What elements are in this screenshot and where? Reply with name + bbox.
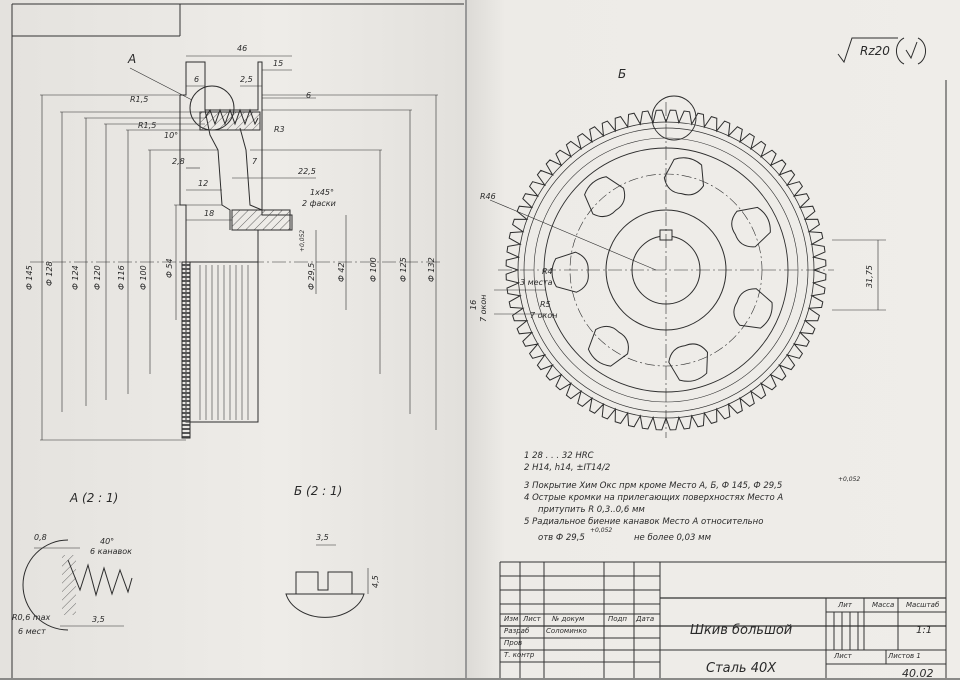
detail-a-radius: R0,6 max (12, 613, 51, 622)
dim-10deg: 10° (164, 131, 179, 140)
tb-title: Шкив большой (690, 623, 793, 638)
tb-doc-number: 40.02 (902, 667, 934, 680)
chamfer-dim: 1x45° (310, 188, 335, 197)
note-5-end: не более 0,03 мм (634, 533, 711, 543)
right-sheet (466, 0, 960, 678)
tb-head-lit: Лит (838, 601, 852, 609)
diam-128: Ф 128 (45, 261, 54, 286)
detail-b-title: Б (2 : 1) (294, 484, 343, 498)
holes-count: 3 места (520, 278, 553, 287)
diam-100-right: Ф 100 (369, 257, 378, 282)
dim-15: 15 (273, 59, 284, 68)
tb-scale: 1:1 (916, 625, 933, 636)
tb-row-razrab: Разраб (504, 627, 530, 635)
diam-125: Ф 125 (399, 257, 408, 282)
window-cutout (731, 206, 771, 248)
tb-razrab-name: Соломинко (546, 627, 587, 635)
dim-r3: R3 (274, 125, 285, 134)
windows-count: 7 окон (530, 311, 558, 320)
roughness-label: Rz20 (860, 44, 890, 58)
detail-a-dim-08: 0,8 (34, 533, 47, 542)
dim-46: 46 (237, 44, 248, 53)
radius-r5: R5 (540, 300, 551, 309)
window-cutout (733, 288, 773, 329)
note-4-cont: притупить R 0,3..0,6 мм (538, 505, 645, 515)
radius-r46: R46 (480, 192, 496, 201)
note-2: 2 H14, h14, ±IT14/2 (524, 463, 611, 473)
tb-col-list: Лист (523, 615, 541, 623)
tb-foot-listov: Листов 1 (888, 652, 921, 660)
dim-2-5: 2,5 (240, 75, 253, 84)
note-5-tolerance: +0,052 (590, 527, 613, 534)
diam-132: Ф 132 (427, 257, 436, 282)
dim-r1-5-b: R1,5 (138, 121, 157, 130)
diam-145: Ф 145 (25, 265, 34, 290)
detail-a-view (22, 539, 133, 631)
dim-r1-5-a: R1,5 (130, 95, 149, 104)
note-3-tolerance: +0,052 (838, 476, 861, 483)
tb-head-masshtab: Масштаб (906, 601, 940, 609)
callout-b: Б (618, 67, 627, 81)
dim-12: 12 (198, 179, 209, 188)
chamfer-note: 2 фаски (302, 199, 336, 208)
tb-col-podp: Подп (608, 615, 627, 623)
detail-b-dim-35: 3,5 (316, 533, 329, 542)
diam-tolerance: +0,052 (299, 229, 306, 252)
diam-54: Ф 54 (165, 258, 174, 278)
diam-124: Ф 124 (71, 265, 80, 290)
note-5: 5 Радиальное биение канавок Место А отно… (524, 517, 764, 527)
note-1: 1 28 . . . 32 HRC (524, 451, 594, 461)
tb-col-data: Дата (636, 615, 655, 623)
radius-r4: R4 (542, 267, 553, 276)
note-5-cont: отв Ф 29,5 (538, 533, 585, 543)
diam-116: Ф 116 (117, 265, 126, 290)
tb-head-massa: Масса (872, 601, 895, 609)
title-block-grid (499, 561, 946, 678)
roughness-mark (837, 37, 926, 65)
dim-16: 16 (469, 299, 478, 310)
dim-6-left: 6 (194, 75, 200, 84)
note-3: 3 Покрытие Хим Окс прм кроме Место А, Б,… (524, 481, 783, 491)
callout-a: A (128, 52, 137, 66)
window-cutout (587, 325, 629, 367)
detail-a-grooves: 6 канавок (90, 547, 132, 556)
tb-material: Сталь 40X (706, 661, 777, 676)
right-frame (465, 0, 947, 678)
window-cutout (551, 251, 589, 293)
left-frame (11, 3, 464, 678)
window-cutout (668, 343, 709, 382)
tb-row-prov: Пров (504, 639, 523, 647)
detail-a-places: 6 мест (18, 627, 46, 636)
dim-22-5: 22,5 (298, 167, 316, 176)
dim-18: 18 (204, 209, 215, 218)
dim-2-8: 2,8 (172, 157, 185, 166)
dim-7: 7 (252, 157, 258, 166)
dim-31-75: 31,75 (865, 265, 874, 288)
diam-29-5: Ф 29,5 (307, 262, 316, 290)
tb-foot-list: Лист (834, 652, 852, 660)
detail-b-view (285, 544, 369, 618)
diam-42: Ф 42 (337, 262, 346, 282)
front-view (489, 95, 886, 438)
detail-a-dim-35: 3,5 (92, 615, 105, 624)
window-cutout (584, 176, 626, 218)
diam-100-left: Ф 100 (139, 265, 148, 290)
section-view (30, 55, 440, 441)
tb-row-tkontr: Т. контр (504, 651, 535, 659)
diam-120: Ф 120 (93, 265, 102, 290)
detail-a-angle: 40° (100, 537, 115, 546)
detail-a-title: A (2 : 1) (70, 491, 119, 505)
note-4: 4 Острые кромки на прилегающих поверхнос… (524, 493, 784, 503)
dim-6-right: 6 (306, 91, 312, 100)
dim-16-note: 7 окон (479, 294, 488, 322)
detail-b-dim-45: 4,5 (371, 575, 380, 588)
window-cutout (663, 157, 705, 196)
tb-col-docum: № докум (552, 615, 585, 623)
tb-col-izm: Изм (504, 615, 519, 623)
